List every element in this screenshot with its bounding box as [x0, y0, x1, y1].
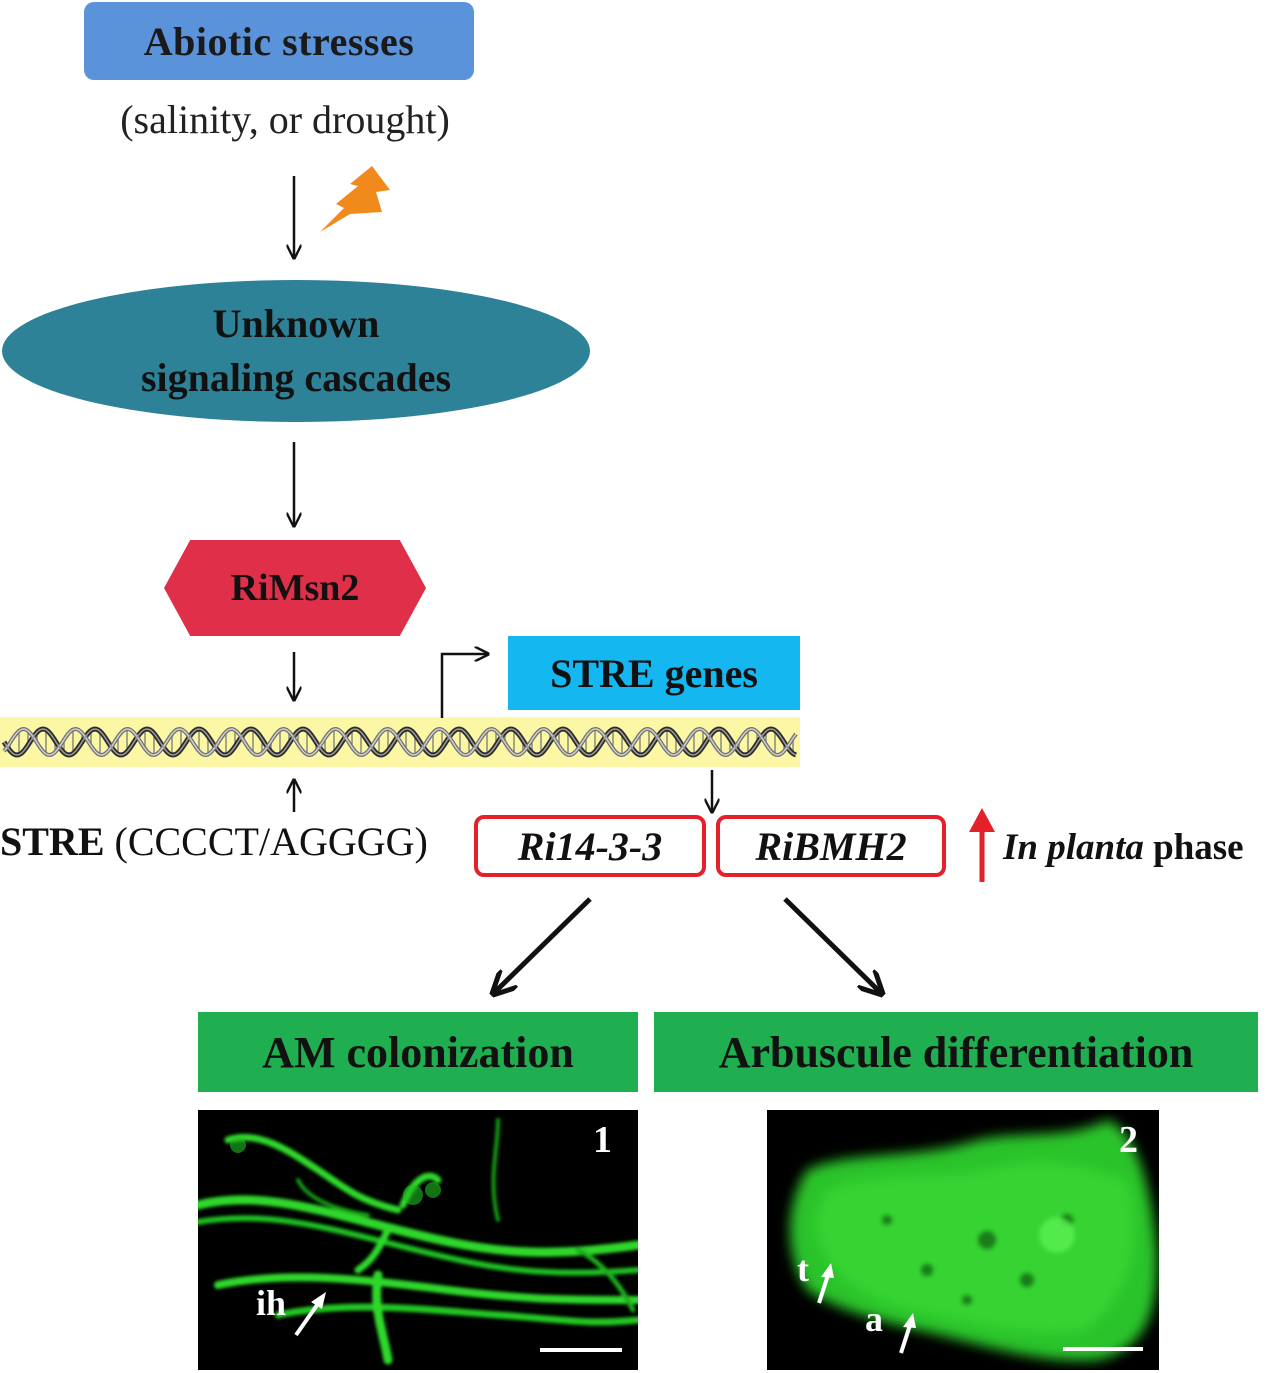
- micrograph-panel-2: 2 t a: [767, 1110, 1159, 1370]
- stress-examples-text: (salinity, or drought): [120, 97, 450, 142]
- label-ih: ih: [256, 1283, 287, 1323]
- hyphae-image: [198, 1118, 638, 1365]
- arrow-to-arbuscule-differentiation: [783, 897, 880, 992]
- red-up-arrow-icon: [969, 808, 995, 882]
- micrograph-panel-1: 1 ih: [198, 1110, 638, 1370]
- arrow-to-am-colonization: [495, 897, 592, 992]
- ellipse-line-1: Unknown: [212, 301, 380, 346]
- label-a: a: [865, 1299, 883, 1339]
- abiotic-stresses-box: Abiotic stresses: [84, 2, 474, 80]
- in-planta-phase-label: In planta phase: [1003, 826, 1244, 869]
- panel-number-2: 2: [1119, 1119, 1138, 1161]
- gene-box-ribmh2: RiBMH2: [716, 815, 946, 877]
- gene-box-ri14-3-3: Ri14-3-3: [474, 815, 706, 877]
- arbuscule-differentiation-box: Arbuscule differentiation: [654, 1012, 1258, 1092]
- panel-number-1: 1: [593, 1119, 612, 1161]
- stre-motif: (CCCCT/AGGGG): [114, 819, 428, 864]
- signaling-cascades-ellipse: Unknown signaling cascades: [2, 280, 590, 422]
- phase-italic-text: In planta: [1003, 827, 1144, 868]
- arbuscule-image: [790, 1120, 1158, 1361]
- am-colonization-box: AM colonization: [198, 1012, 638, 1092]
- lightning-bolt-icon: [320, 166, 390, 232]
- ellipse-line-2: signaling cascades: [140, 355, 452, 400]
- bent-arrow-icon: [440, 654, 488, 718]
- phase-rest-text: phase: [1143, 827, 1244, 868]
- stre-genes-box: STRE genes: [508, 636, 800, 710]
- stre-name: STRE: [0, 819, 105, 864]
- stre-element-label: STRE (CCCCT/AGGGG): [0, 818, 428, 865]
- dna-band: [0, 717, 800, 767]
- label-t: t: [797, 1249, 809, 1289]
- rimsn2-hexagon: RiMsn2: [164, 540, 426, 636]
